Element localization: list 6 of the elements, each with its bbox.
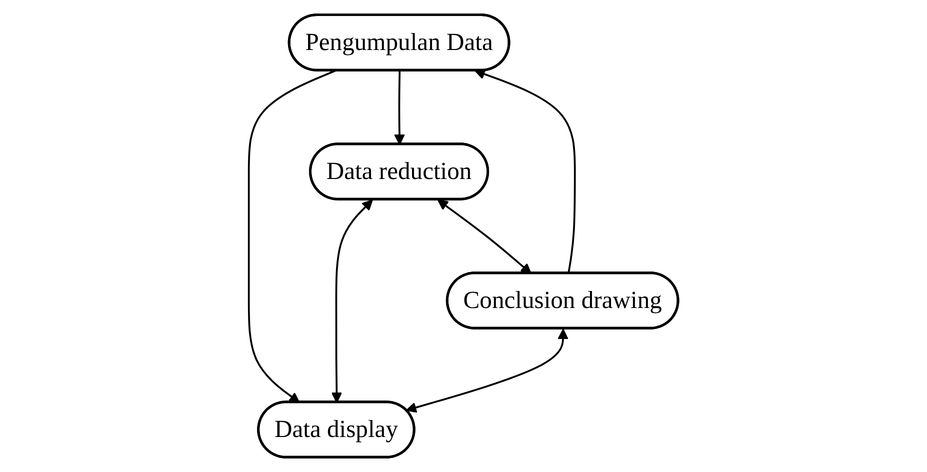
arrow [331, 200, 373, 403]
arrow [248, 70, 336, 403]
arrow [438, 200, 532, 274]
arrow [394, 70, 405, 145]
arrow [406, 328, 568, 413]
arrow [474, 68, 576, 274]
